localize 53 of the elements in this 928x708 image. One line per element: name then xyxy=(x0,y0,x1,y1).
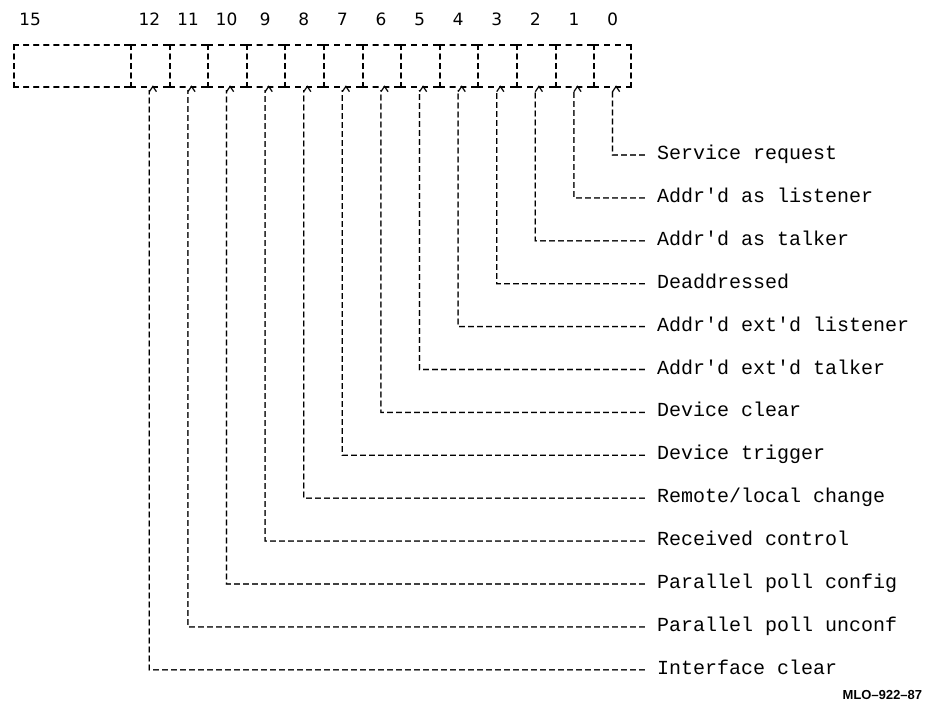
bit-number: 12 xyxy=(138,12,160,29)
bit-number: 1 xyxy=(568,12,580,29)
bit-number: 5 xyxy=(414,12,425,29)
leader-line xyxy=(226,86,645,585)
bit-cell xyxy=(284,44,323,88)
bit-cell xyxy=(438,44,478,88)
leader-line xyxy=(380,86,645,414)
bit-cell xyxy=(323,44,362,88)
leader-line xyxy=(303,86,645,499)
bit-description: Deaddressed xyxy=(645,270,790,297)
bit-description: Service request xyxy=(645,142,838,168)
bit-number: 2 xyxy=(530,12,541,29)
bit-description: Addr'd as talker xyxy=(645,228,850,254)
bit-cell xyxy=(554,44,594,88)
leader-line xyxy=(457,86,645,328)
register-field xyxy=(13,44,130,88)
bit-description: Interface clear xyxy=(645,656,838,683)
bit-cell xyxy=(246,44,284,88)
leader-line xyxy=(573,86,645,199)
bit-number: 10 xyxy=(216,12,238,29)
bit-cell xyxy=(593,44,632,88)
leader-line xyxy=(342,86,645,456)
bit-number: 8 xyxy=(298,12,310,29)
bit-number: 6 xyxy=(375,12,386,29)
leader-line xyxy=(418,86,645,370)
bit-number: 9 xyxy=(260,12,270,29)
bit-cell xyxy=(130,44,169,88)
bit-cell xyxy=(362,44,400,88)
bit-cell xyxy=(207,44,246,88)
bit-cell xyxy=(516,44,555,88)
leader-line xyxy=(496,86,645,284)
bit-description: Addr'd as listener xyxy=(645,184,874,211)
bit-description: Addr'd ext'd listener xyxy=(645,314,910,340)
bit-cell xyxy=(400,44,439,88)
bit-number: 4 xyxy=(452,12,464,29)
bit-number: 15 xyxy=(19,12,41,29)
bit-description: Parallel poll unconf xyxy=(645,614,898,640)
figure-id: MLO–922–87 xyxy=(842,688,922,701)
leader-line xyxy=(534,86,645,242)
bit-number: 7 xyxy=(336,12,348,29)
bit-description: Remote/local change xyxy=(645,485,886,512)
bit-number: 3 xyxy=(491,12,502,29)
bit-description: Device trigger xyxy=(645,442,826,468)
bit-description: Device clear xyxy=(645,399,802,426)
bit-number: 11 xyxy=(177,12,199,29)
bit-description: Parallel poll config xyxy=(645,571,898,597)
leader-line xyxy=(264,86,645,542)
bit-description: Addr'd ext'd talker xyxy=(645,356,886,382)
bit-cell xyxy=(168,44,208,88)
bit-number: 0 xyxy=(607,12,618,29)
bit-cell xyxy=(477,44,516,88)
bit-description: Received control xyxy=(645,528,850,554)
leader-line xyxy=(612,86,645,156)
